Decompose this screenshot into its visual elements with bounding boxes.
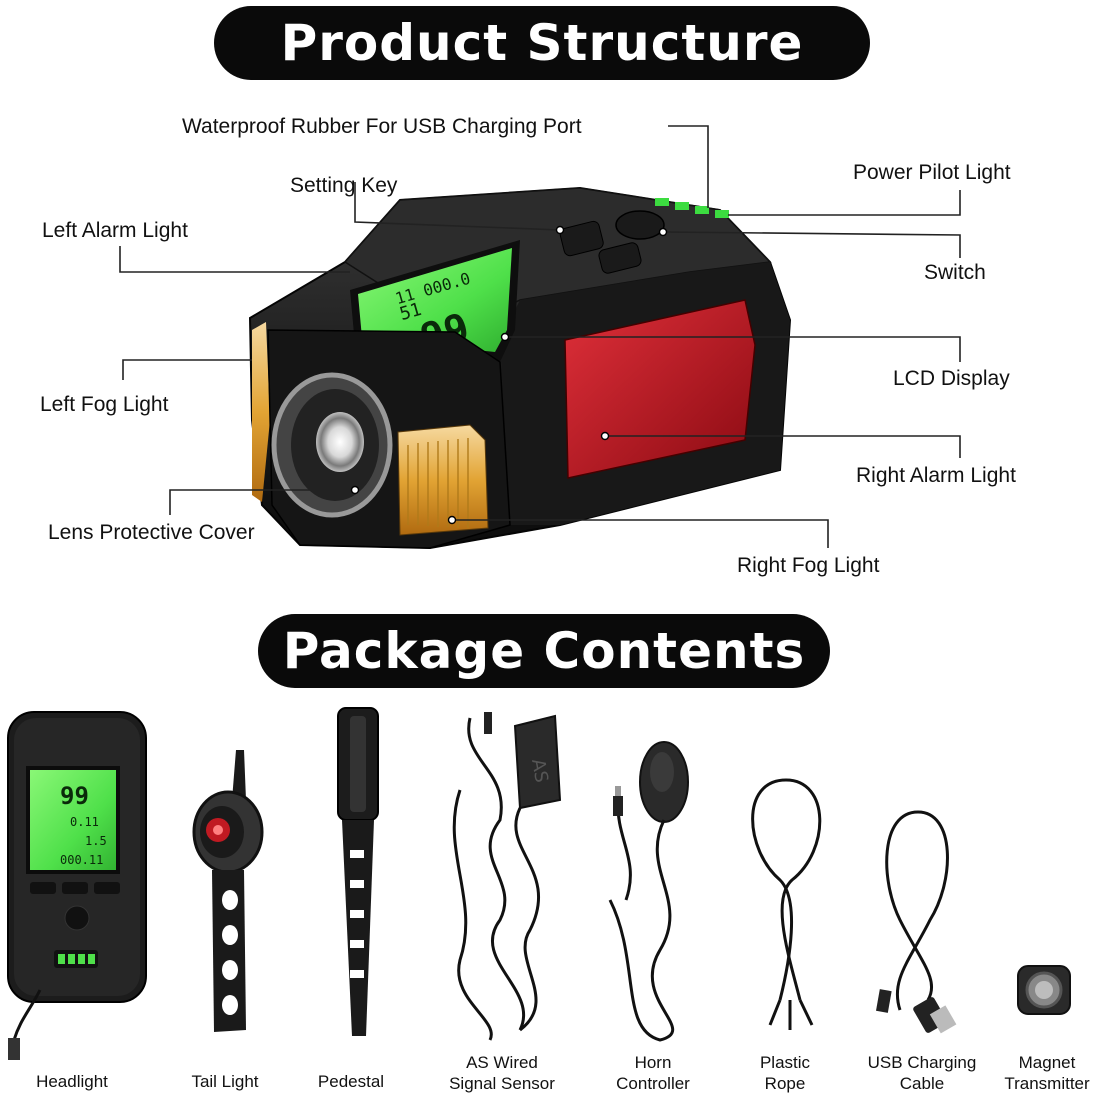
item-pedestal bbox=[337, 707, 379, 1036]
caption-line2-5: Rope bbox=[765, 1074, 806, 1093]
callout-setting-key: Setting Key bbox=[290, 174, 398, 197]
caption-line1-4: Horn bbox=[635, 1053, 672, 1072]
right-fog-light bbox=[397, 424, 489, 536]
callout-switch: Switch bbox=[924, 261, 986, 284]
caption-line1-6: USB Charging bbox=[868, 1053, 977, 1072]
callout-right-fog-light: Right Fog Light bbox=[737, 554, 880, 577]
caption-line1-2: Pedestal bbox=[318, 1072, 384, 1091]
small-lcd-row2: 1.5 bbox=[85, 834, 107, 848]
callout-lcd-display: LCD Display bbox=[893, 367, 1010, 390]
right-alarm-light bbox=[564, 299, 756, 479]
caption-line1-3: AS Wired bbox=[466, 1053, 538, 1072]
small-lcd-speed: 99 bbox=[60, 782, 89, 810]
callout-right-alarm-light: Right Alarm Light bbox=[856, 464, 1016, 487]
package-contents-captions: Headlight Tail Light Pedestal AS WiredSigna… bbox=[36, 1053, 1090, 1093]
switch-button bbox=[615, 210, 665, 240]
item-magnet-transmitter bbox=[1017, 965, 1071, 1015]
caption-line1-7: Magnet bbox=[1019, 1053, 1076, 1072]
caption-line2-7: Transmitter bbox=[1004, 1074, 1090, 1093]
callout-power-pilot-light: Power Pilot Light bbox=[853, 161, 1011, 184]
item-usb-charging-cable bbox=[876, 810, 957, 1034]
callout-waterproof-rubber: Waterproof Rubber For USB Charging Port bbox=[182, 115, 582, 138]
item-headlight: 99 0.11 1.5 000.11 bbox=[7, 711, 147, 1060]
callout-left-alarm-light: Left Alarm Light bbox=[42, 219, 188, 242]
caption-line1-1: Tail Light bbox=[191, 1072, 258, 1091]
caption-line2-6: Cable bbox=[900, 1074, 944, 1093]
item-tail-light bbox=[192, 750, 264, 1032]
small-lcd-row3: 000.11 bbox=[60, 853, 103, 867]
caption-line2-4: Controller bbox=[616, 1074, 690, 1093]
callout-left-fog-light: Left Fog Light bbox=[40, 393, 169, 416]
caption-line1-0: Headlight bbox=[36, 1072, 108, 1091]
callout-leader-lines bbox=[119, 125, 961, 548]
product-structure-banner: Product Structure bbox=[214, 6, 870, 80]
power-pilot-light bbox=[655, 198, 729, 218]
left-alarm-light bbox=[252, 322, 270, 502]
headlight-product-illustration: 11 000.0 51 99 bbox=[248, 186, 792, 550]
caption-line1-5: Plastic bbox=[760, 1053, 811, 1072]
item-plastic-rope bbox=[751, 778, 822, 1030]
setting-key bbox=[559, 220, 604, 257]
small-lcd-row1: 0.11 bbox=[70, 815, 99, 829]
caption-line2-3: Signal Sensor bbox=[449, 1074, 555, 1093]
item-as-wired-signal-sensor: AS bbox=[452, 712, 562, 1041]
callout-lens-protective-cover: Lens Protective Cover bbox=[48, 521, 255, 544]
package-contents-banner: Package Contents bbox=[258, 614, 830, 688]
sensor-as-mark: AS bbox=[527, 757, 552, 784]
item-horn-controller bbox=[608, 741, 689, 1042]
